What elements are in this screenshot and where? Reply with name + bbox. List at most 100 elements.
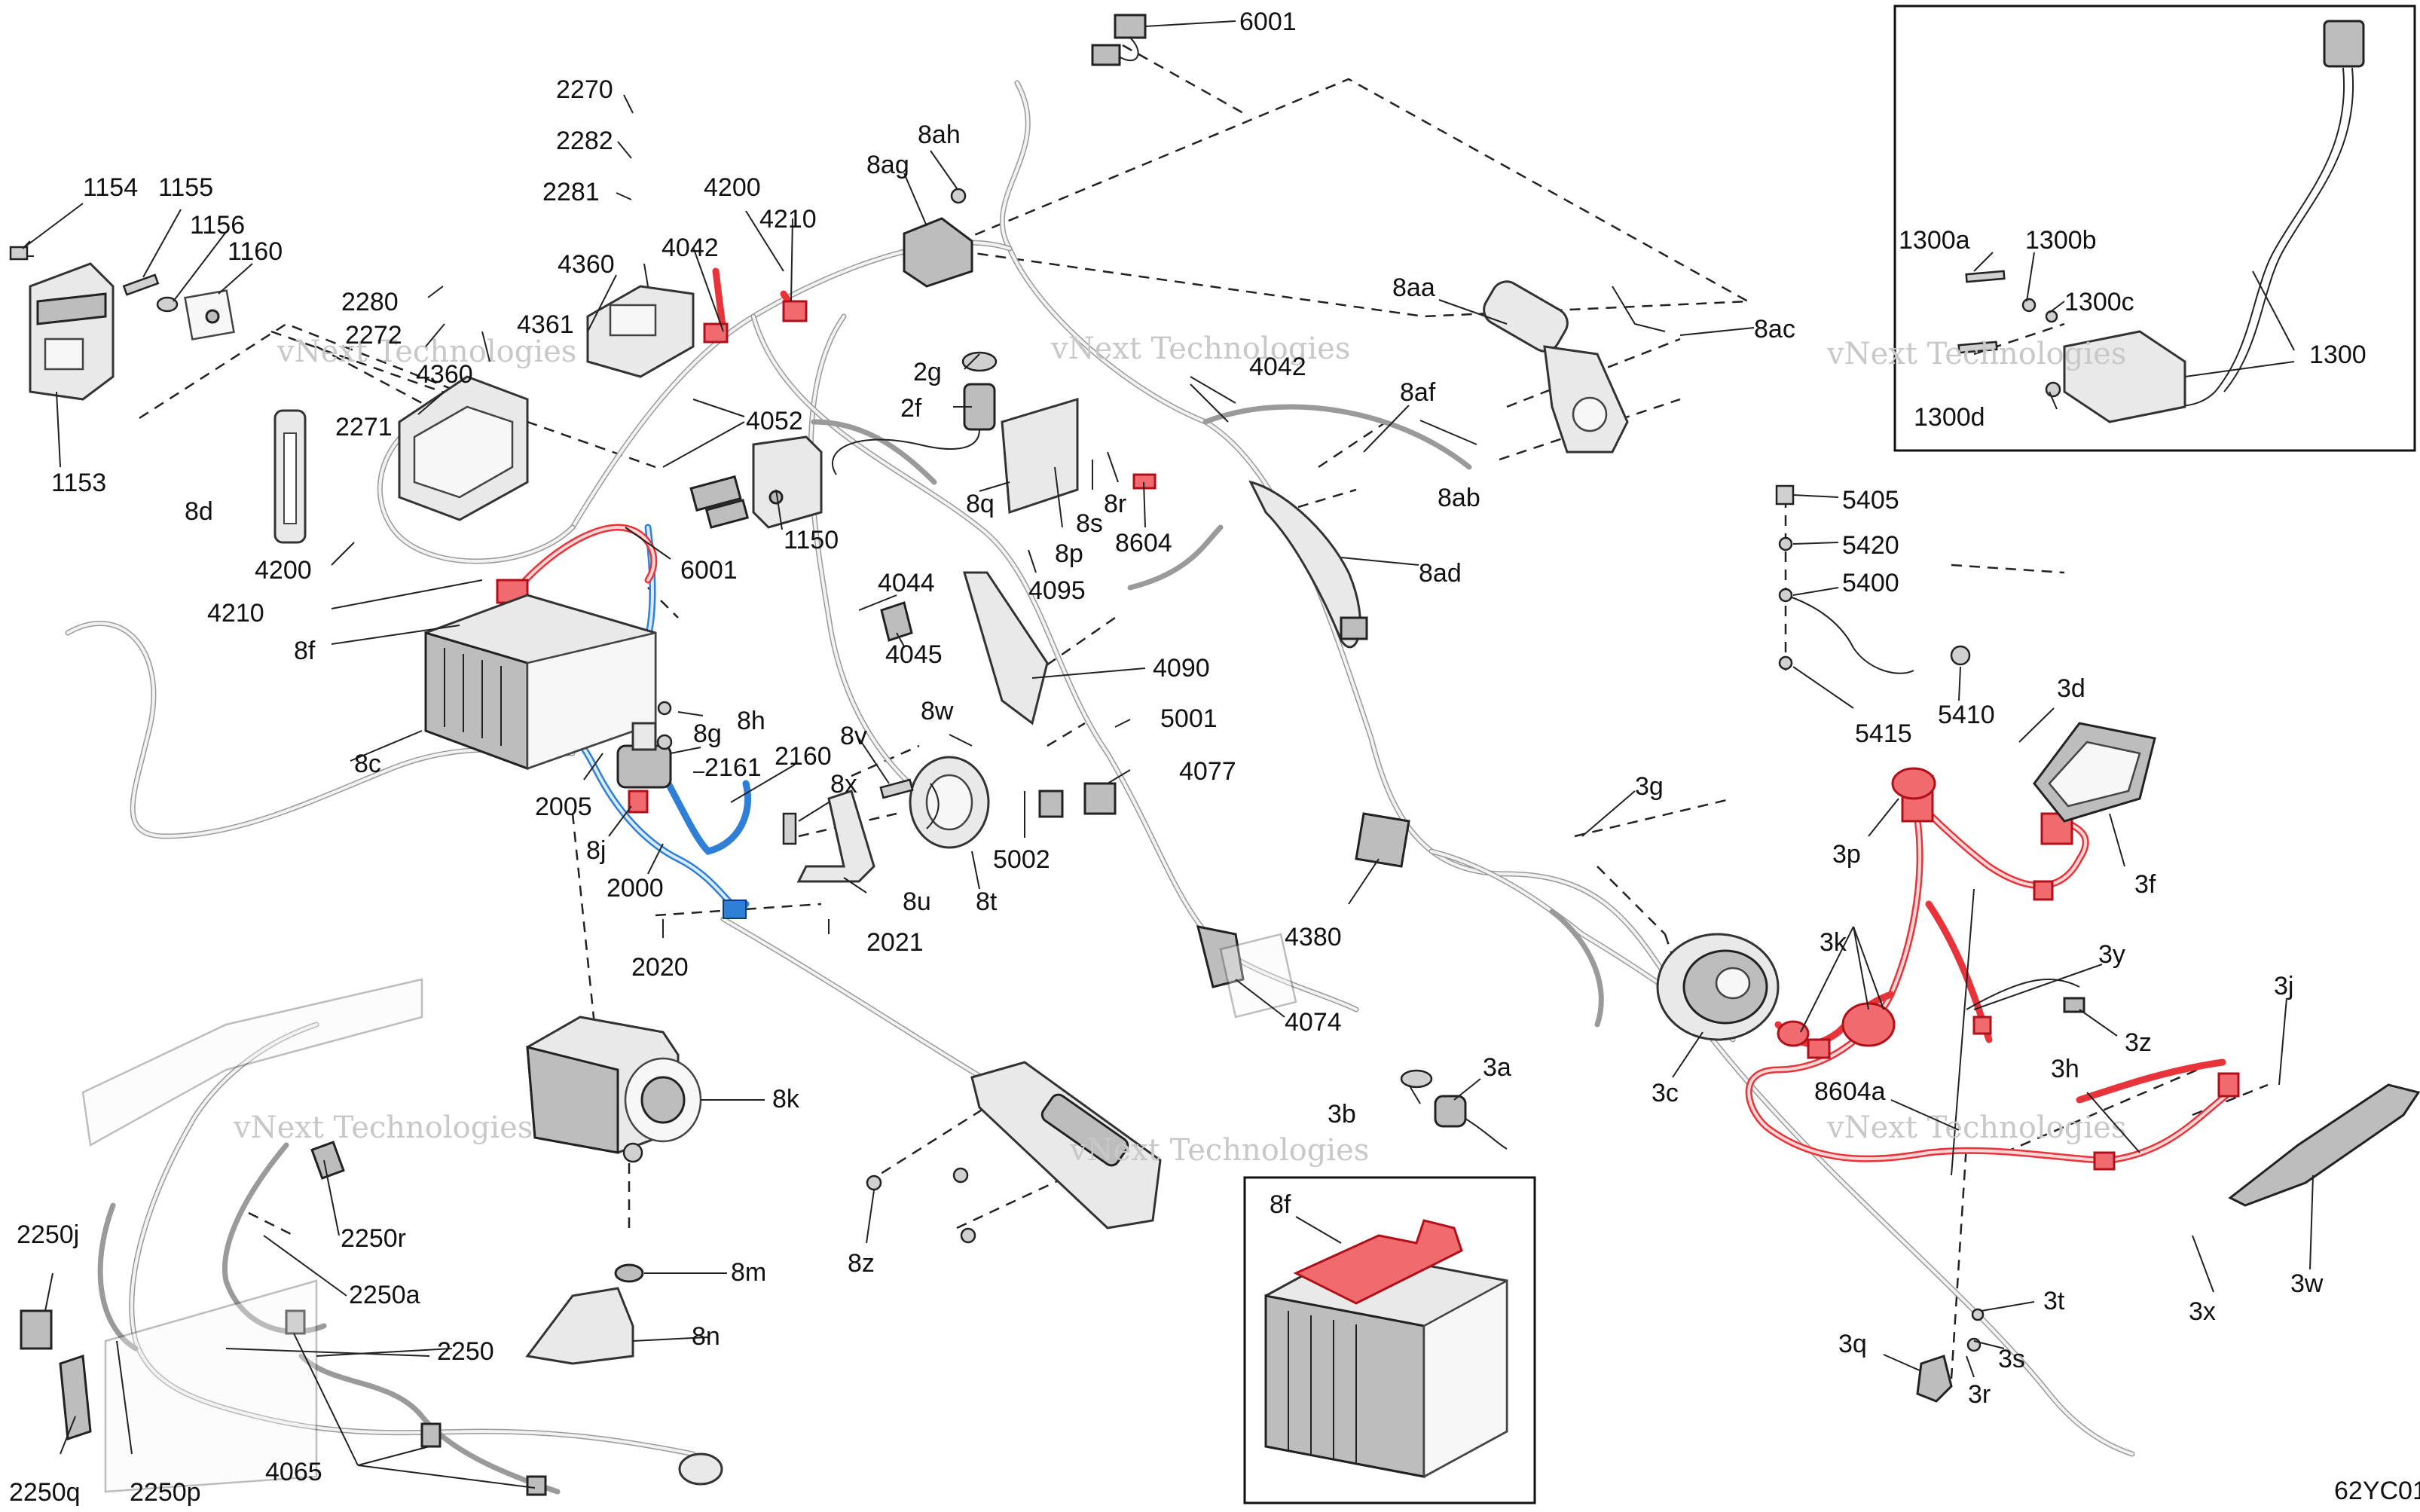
watermarks: vNext Technologies vNext Technologies vN…	[233, 331, 2126, 1168]
connector-4077	[1083, 782, 1117, 815]
callout-4210-top: 4210	[759, 205, 817, 234]
module-bracket-1153	[9, 240, 115, 401]
horn-bracket-8u	[796, 790, 875, 883]
callout-5400: 5400	[1842, 569, 1899, 597]
callout-2281: 2281	[542, 178, 600, 206]
chassis-ghost	[81, 933, 1297, 1493]
fuse-box-4360	[398, 375, 529, 521]
callout-2161: 2161	[704, 753, 762, 782]
svg-text:vNext Technologies: vNext Technologies	[1069, 1133, 1369, 1168]
callout-8j: 8j	[586, 836, 606, 865]
callout-2272: 2272	[345, 321, 402, 350]
callout-1156: 1156	[190, 211, 245, 240]
callout-4200-top: 4200	[704, 173, 761, 202]
callout-5405: 5405	[1842, 486, 1899, 515]
callout-8q: 8q	[966, 490, 995, 518]
callout-8d: 8d	[185, 497, 213, 526]
callout-8s: 8s	[1076, 509, 1103, 538]
callout-1155: 1155	[158, 173, 213, 202]
bracket-8n	[525, 1287, 634, 1365]
diagram-code: 62YC012	[2334, 1477, 2420, 1505]
callout-2282: 2282	[556, 127, 613, 155]
connector-3p	[1891, 767, 1936, 800]
grommet-8m	[614, 1263, 644, 1283]
callout-8m: 8m	[731, 1258, 766, 1287]
bracket-3q	[1916, 1355, 1953, 1403]
callout-8f-inset: 8f	[1270, 1190, 1291, 1219]
fuse-box-4360-upper	[586, 285, 695, 378]
clip-4074	[1196, 925, 1245, 988]
callout-4361: 4361	[517, 310, 574, 339]
callout-8h: 8h	[737, 707, 765, 735]
callout-3a: 3a	[1483, 1053, 1511, 1082]
callout-4065: 4065	[265, 1458, 322, 1486]
callout-8ah: 8ah	[918, 121, 961, 149]
callout-2g: 2g	[913, 358, 942, 386]
callout-1300: 1300	[2309, 341, 2367, 369]
connector-4380	[1355, 812, 1410, 868]
callout-4044: 4044	[878, 569, 935, 597]
speaker-3c	[1656, 933, 1780, 1041]
connector-cluster	[689, 475, 750, 529]
callout-3c: 3c	[1652, 1079, 1679, 1107]
callout-8c: 8c	[354, 750, 381, 778]
harness-2250	[20, 1022, 723, 1496]
callout-3q: 3q	[1838, 1330, 1867, 1358]
callout-8z: 8z	[848, 1249, 875, 1278]
callout-5415: 5415	[1855, 719, 1912, 748]
callout-2250j: 2250j	[17, 1220, 79, 1249]
callout-2f: 2f	[900, 394, 922, 423]
callout-8v: 8v	[840, 722, 867, 750]
callout-8ad: 8ad	[1419, 559, 1462, 588]
callout-1300a: 1300a	[1899, 226, 1970, 255]
callout-8ac: 8ac	[1754, 315, 1795, 344]
callout-2271: 2271	[335, 413, 393, 441]
callout-labels: 6001 2270 2282 2281 1154 1155 1156 1160 …	[9, 8, 2420, 1507]
callout-2250p: 2250p	[130, 1478, 201, 1507]
light-3a	[1400, 1069, 1508, 1150]
callout-1150: 1150	[784, 526, 839, 554]
callout-4077: 4077	[1179, 757, 1236, 786]
callout-6001: 6001	[680, 556, 738, 585]
bracket-4090	[962, 571, 1049, 725]
bracket-8z	[866, 1061, 1162, 1244]
callout-1300b: 1300b	[2025, 226, 2097, 255]
positive-cable-red	[496, 267, 1157, 814]
solenoid-8g	[616, 701, 673, 789]
svg-text:vNext Technologies: vNext Technologies	[233, 1110, 533, 1145]
callout-4095: 4095	[1028, 576, 1086, 605]
callout-3x: 3x	[2189, 1297, 2216, 1326]
callout-8t: 8t	[976, 887, 998, 916]
antenna-3y	[1951, 888, 1975, 1176]
speaker-3f	[2033, 722, 2156, 823]
clip-3z	[2063, 997, 2085, 1013]
callout-1300d: 1300d	[1914, 403, 1985, 432]
sensor-8ag	[903, 217, 973, 288]
callout-2000: 2000	[607, 874, 664, 903]
callout-5002: 5002	[993, 845, 1050, 874]
callout-4052: 4052	[746, 407, 803, 435]
leader-lines	[22, 20, 2314, 1489]
clip-4045	[880, 601, 913, 642]
callout-2280: 2280	[341, 288, 399, 316]
callout-3t: 3t	[2043, 1287, 2065, 1315]
light-3w	[2228, 1083, 2420, 1207]
callout-4360: 4360	[416, 360, 473, 389]
callout-2250: 2250	[437, 1337, 494, 1366]
callout-2250q: 2250q	[9, 1478, 81, 1507]
callout-3d: 3d	[2057, 674, 2085, 703]
callout-2005: 2005	[535, 793, 592, 821]
callout-3r: 3r	[1968, 1380, 1991, 1409]
module-8q	[1001, 397, 1079, 515]
abs-module-8k	[526, 1016, 702, 1163]
callout-3s: 3s	[1998, 1345, 2025, 1373]
callout-3h: 3h	[2051, 1055, 2079, 1083]
callout-6001-top: 6001	[1239, 8, 1297, 36]
callout-8ab: 8ab	[1438, 484, 1480, 512]
ground-strap-5400	[1775, 484, 1971, 674]
callout-4090: 4090	[1153, 654, 1210, 683]
callout-8g: 8g	[693, 719, 722, 748]
callout-8af: 8af	[1400, 378, 1436, 407]
callout-4042: 4042	[1249, 353, 1306, 381]
